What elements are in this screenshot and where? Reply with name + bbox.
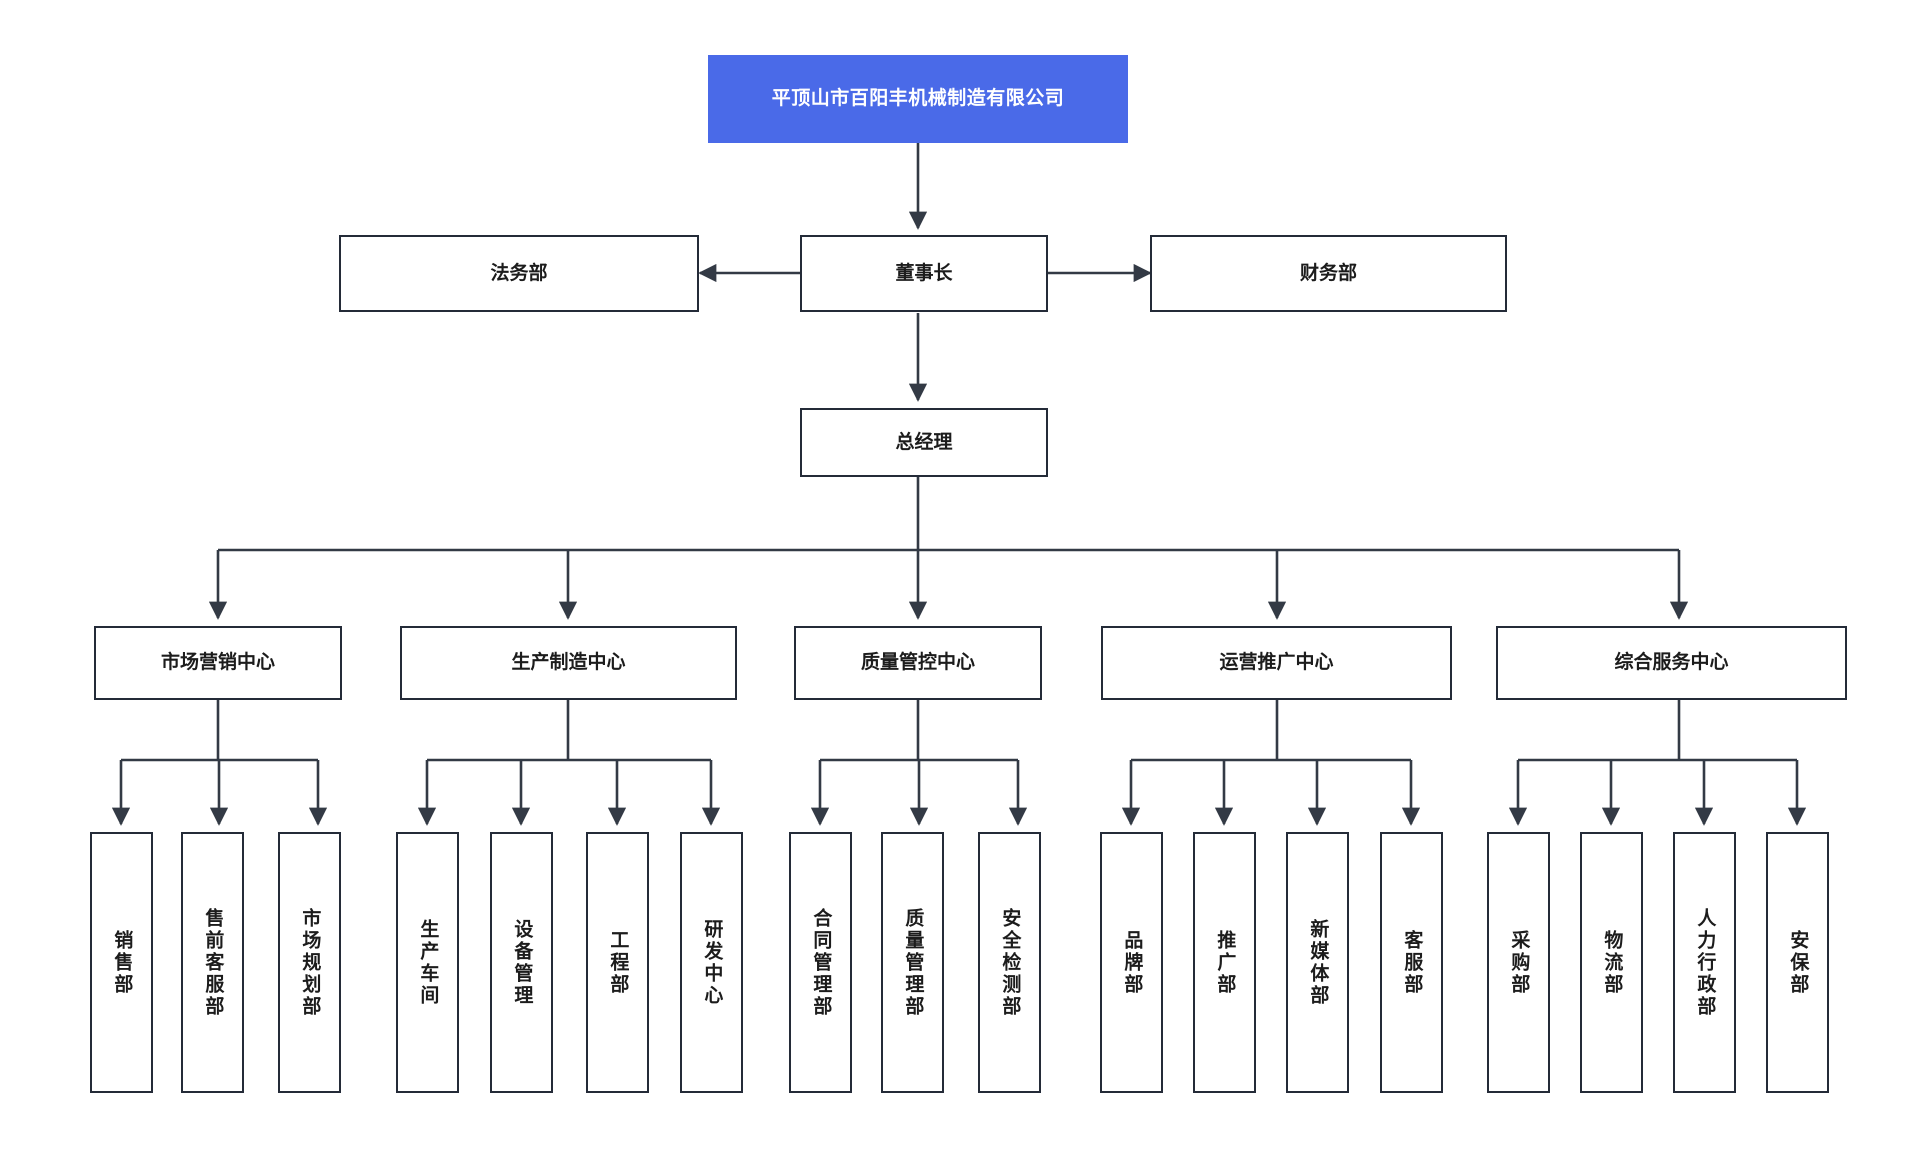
node-general-manager[interactable]: 总经理 [800,408,1048,477]
node-center-0[interactable]: 市场营销中心 [94,626,342,700]
node-leaf-3-0[interactable]: 品牌部 [1100,832,1163,1093]
node-leaf-3-3[interactable]: 客服部 [1380,832,1443,1093]
node-leaf-1-1[interactable]: 设备管理 [490,832,553,1093]
node-leaf-0-1-label: 售前客服部 [202,907,224,1018]
node-legal-dept[interactable]: 法务部 [339,235,699,312]
node-leaf-3-0-label: 品牌部 [1121,929,1143,996]
node-leaf-3-1-label: 推广部 [1214,929,1236,996]
node-leaf-0-2-label: 市场规划部 [299,907,321,1018]
node-leaf-4-0-label: 采购部 [1508,929,1530,996]
node-leaf-2-2[interactable]: 安全检测部 [978,832,1041,1093]
node-leaf-4-2[interactable]: 人力行政部 [1673,832,1736,1093]
node-root[interactable]: 平顶山市百阳丰机械制造有限公司 [708,55,1128,143]
node-chairman-label: 董事长 [895,262,953,284]
node-leaf-4-0[interactable]: 采购部 [1487,832,1550,1093]
node-leaf-4-1-label: 物流部 [1601,929,1623,996]
node-legal-dept-label: 法务部 [490,262,548,284]
node-leaf-1-2-label: 工程部 [607,929,629,996]
node-leaf-0-2[interactable]: 市场规划部 [278,832,341,1093]
node-leaf-0-1[interactable]: 售前客服部 [181,832,244,1093]
node-leaf-0-0-label: 销售部 [111,929,133,996]
node-leaf-3-1[interactable]: 推广部 [1193,832,1256,1093]
node-center-3-label: 运营推广中心 [1219,652,1334,674]
node-leaf-2-0-label: 合同管理部 [810,907,832,1018]
node-center-0-label: 市场营销中心 [160,652,275,674]
node-root-label: 平顶山市百阳丰机械制造有限公司 [771,88,1065,110]
node-leaf-3-2[interactable]: 新媒体部 [1286,832,1349,1093]
node-chairman[interactable]: 董事长 [800,235,1048,312]
node-leaf-1-2[interactable]: 工程部 [586,832,649,1093]
node-center-3[interactable]: 运营推广中心 [1101,626,1452,700]
node-leaf-2-2-label: 安全检测部 [999,907,1021,1018]
node-leaf-4-2-label: 人力行政部 [1694,907,1716,1018]
node-leaf-4-3-label: 安保部 [1787,929,1809,996]
node-leaf-2-1[interactable]: 质量管理部 [881,832,944,1093]
node-center-2[interactable]: 质量管控中心 [794,626,1042,700]
node-leaf-3-3-label: 客服部 [1401,929,1423,996]
node-leaf-1-3-label: 研发中心 [701,918,723,1007]
node-leaf-2-1-label: 质量管理部 [902,907,924,1018]
node-leaf-1-0[interactable]: 生产车间 [396,832,459,1093]
node-center-1[interactable]: 生产制造中心 [400,626,737,700]
node-leaf-0-0[interactable]: 销售部 [90,832,153,1093]
node-center-1-label: 生产制造中心 [511,652,626,674]
node-leaf-4-3[interactable]: 安保部 [1766,832,1829,1093]
node-leaf-1-3[interactable]: 研发中心 [680,832,743,1093]
node-center-4-label: 综合服务中心 [1614,652,1729,674]
node-leaf-2-0[interactable]: 合同管理部 [789,832,852,1093]
node-center-4[interactable]: 综合服务中心 [1496,626,1847,700]
node-center-2-label: 质量管控中心 [860,652,975,674]
node-finance-dept-label: 财务部 [1299,262,1357,284]
node-general-manager-label: 总经理 [895,431,953,453]
node-leaf-1-1-label: 设备管理 [511,918,533,1007]
node-finance-dept[interactable]: 财务部 [1150,235,1507,312]
node-leaf-1-0-label: 生产车间 [417,918,439,1007]
node-leaf-3-2-label: 新媒体部 [1307,918,1329,1007]
node-leaf-4-1[interactable]: 物流部 [1580,832,1643,1093]
